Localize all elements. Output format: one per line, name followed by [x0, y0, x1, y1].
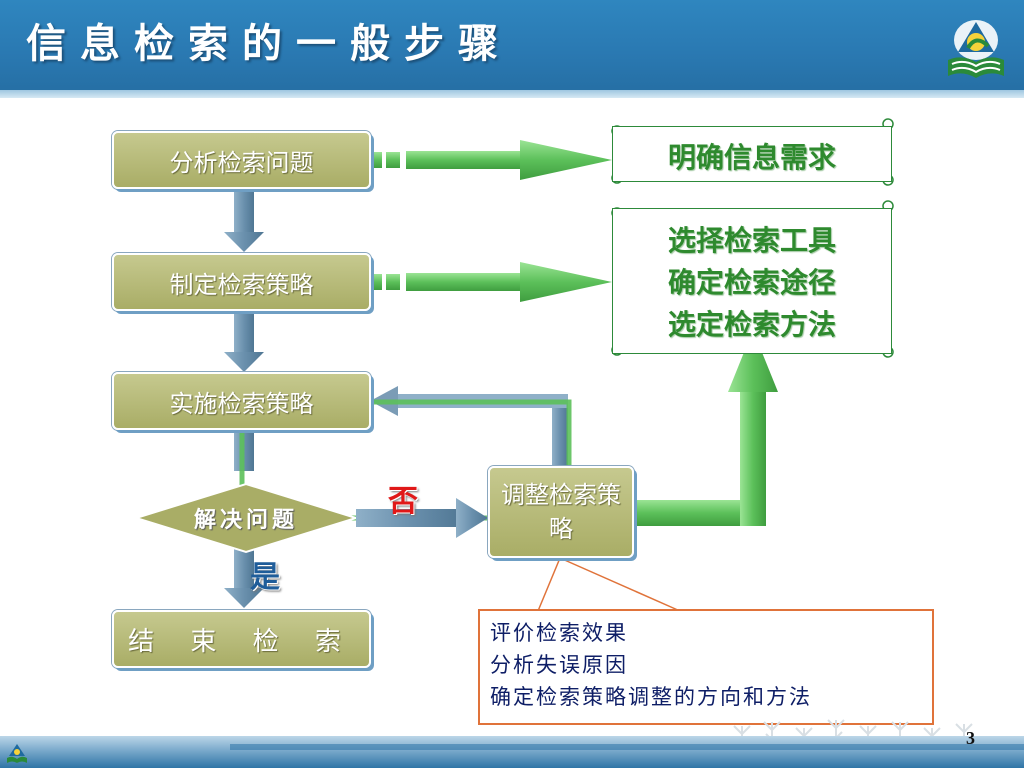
page-number: 3 — [966, 728, 975, 748]
green-arrow-up — [634, 330, 778, 526]
need-scroll — [612, 126, 892, 182]
slide-title: 信息检索的一般步骤 — [26, 21, 512, 67]
decision-label: 解决问题 — [193, 508, 298, 533]
label-yes: 是 — [250, 560, 280, 595]
callout-line-1: 评价检索效果 — [490, 621, 628, 645]
green-arrow-strategy — [370, 262, 612, 302]
header-divider — [0, 90, 1024, 98]
down-arrow-1 — [224, 190, 264, 252]
step-analyze-box: 分析检索问题 — [112, 131, 371, 189]
strategy-list: 选择检索工具 确定检索途径 选定检索方法 — [612, 220, 892, 346]
down-arrow-yes — [224, 545, 264, 608]
step-end-box: 结 束 检 索 — [112, 610, 371, 668]
tool-text: 选择检索工具 — [667, 224, 836, 257]
callout-line-3: 确定检索策略调整的方向和方法 — [490, 685, 812, 709]
step-implement-box: 实施检索策略 — [112, 372, 371, 430]
footer-stripe — [230, 744, 1024, 750]
slide-header — [0, 0, 1024, 96]
loop-back-arrow — [370, 386, 568, 468]
method-text: 选定检索方法 — [667, 308, 836, 341]
no-arrow — [356, 498, 488, 538]
book-logo-icon — [948, 20, 1004, 78]
footer-logo-icon — [7, 744, 27, 763]
callout-pointer — [537, 557, 561, 612]
step-strategy-box: 制定检索策略 — [112, 253, 371, 311]
evaluation-callout — [478, 609, 934, 725]
callout-line-2: 分析失误原因 — [490, 653, 628, 677]
route-text: 确定检索途径 — [667, 266, 836, 299]
step-adjust-box: 调整检索策略 — [488, 466, 634, 558]
slide-footer — [0, 736, 1024, 768]
need-text: 明确信息需求 — [667, 141, 836, 174]
label-no: 否 — [388, 484, 418, 519]
green-arrow-need — [370, 140, 612, 180]
down-arrow-2 — [224, 312, 264, 372]
strategy-scroll — [612, 208, 892, 354]
